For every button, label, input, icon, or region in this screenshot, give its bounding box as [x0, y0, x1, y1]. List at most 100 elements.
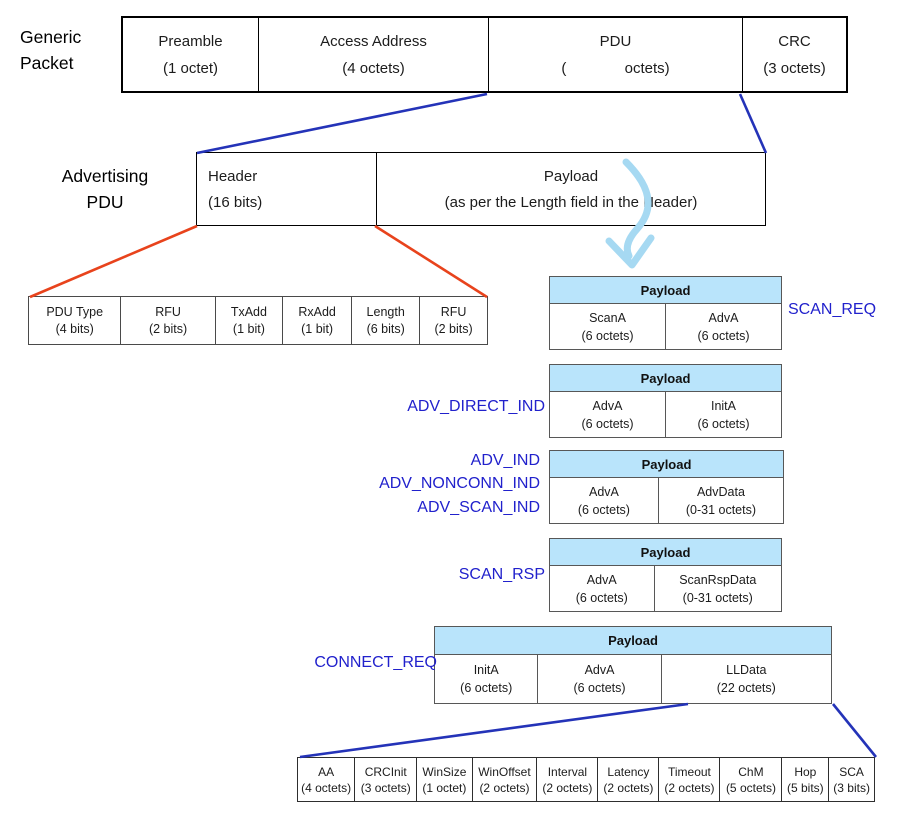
- access-address-cell: Access Address (4 octets): [258, 18, 488, 91]
- adva-cell: AdvA (6 octets): [550, 392, 665, 437]
- adva-cell: AdvA (6 octets): [550, 478, 658, 523]
- interval-cell: Interval (2 octets): [536, 758, 597, 801]
- field-size: (3 bits): [833, 780, 870, 795]
- field-name: AdvA: [586, 572, 617, 587]
- field-size: (2 octets): [542, 780, 593, 795]
- field-name: ChM: [738, 764, 764, 779]
- scan-rsp-payload-block: Payload AdvA (6 octets) ScanRspData (0-3…: [549, 538, 782, 612]
- field-size: (1 bit): [301, 322, 334, 336]
- field-name: RFU: [155, 305, 181, 319]
- field-size: (6 octets): [575, 590, 628, 605]
- winsize-cell: WinSize (1 octet): [416, 758, 471, 801]
- advdata-cell: AdvData (0-31 octets): [657, 478, 783, 523]
- field-name: Hop: [794, 764, 817, 779]
- adva-cell: AdvA (6 octets): [665, 304, 781, 349]
- scan-req-label: SCAN_REQ: [788, 301, 877, 318]
- length-cell: Length (6 bits): [351, 297, 419, 344]
- field-size: (2 octets): [603, 780, 654, 795]
- inita-cell: InitA (6 octets): [665, 392, 781, 437]
- payload-body: AdvA (6 octets) InitA (6 octets): [550, 392, 781, 437]
- txadd-cell: TxAdd (1 bit): [214, 297, 282, 344]
- scana-cell: ScanA (6 octets): [550, 304, 665, 349]
- payload-body: InitA (6 octets) AdvA (6 octets) LLData …: [435, 655, 831, 703]
- payload-header: Payload: [550, 539, 781, 566]
- field-size: (16 bits): [208, 193, 263, 211]
- field-size: (6 octets): [581, 416, 634, 431]
- pdu-payload-cell: Payload (as per the Length field in the …: [376, 153, 765, 225]
- generic-packet-label-line2: Packet: [20, 53, 74, 73]
- field-size: (3 octets): [763, 59, 826, 77]
- field-name: AdvA: [708, 310, 739, 325]
- advertising-pdu-label-line1: Advertising: [61, 166, 149, 186]
- field-name: Latency: [607, 764, 650, 779]
- field-size: (6 octets): [697, 328, 750, 343]
- payload-body: ScanA (6 octets) AdvA (6 octets): [550, 304, 781, 349]
- field-name: InitA: [710, 398, 736, 413]
- adv-nonconn-ind-label: ADV_NONCONN_IND: [379, 475, 540, 492]
- field-size: (2 bits): [148, 322, 188, 336]
- field-size: (0-31 octets): [685, 502, 757, 517]
- scan-rsp-label: SCAN_RSP: [458, 566, 545, 583]
- adv-scan-ind-label: ADV_SCAN_IND: [417, 499, 540, 516]
- field-name: ScanRspData: [679, 572, 757, 587]
- field-size: (3 octets): [360, 780, 411, 795]
- advertising-pdu-label: Advertising PDU: [42, 163, 168, 215]
- field-size: (2 octets): [664, 780, 715, 795]
- field-name: CRC: [778, 32, 811, 50]
- field-size: (4 bits): [55, 322, 94, 336]
- field-name: InitA: [473, 663, 499, 677]
- generic-packet-table: Preamble (1 octet) Access Address (4 oct…: [121, 16, 848, 93]
- field-name: Header: [208, 167, 258, 185]
- field-name: Interval: [547, 764, 588, 779]
- field-name: SCA: [839, 764, 864, 779]
- field-size: (6 octets): [581, 328, 634, 343]
- field-name: AA: [318, 764, 335, 779]
- payload-header: Payload: [550, 277, 781, 304]
- timeout-cell: Timeout (2 octets): [658, 758, 719, 801]
- header-fields-table: PDU Type (4 bits) RFU (2 bits) TxAdd (1 …: [28, 296, 488, 345]
- field-name: Length: [366, 305, 405, 319]
- connector-pdu-left-line: [196, 92, 488, 155]
- field-name: LLData: [726, 663, 767, 677]
- field-name: CRCInit: [364, 764, 407, 779]
- pdu-cell: PDU ( octets): [488, 18, 742, 91]
- generic-packet-label-line1: Generic: [20, 27, 82, 47]
- connector-lldata-left-line: [299, 702, 689, 759]
- field-name: RFU: [440, 305, 467, 319]
- field-name: Payload: [543, 167, 599, 185]
- crc-cell: CRC (3 octets): [742, 18, 846, 91]
- field-size: (2 bits): [434, 322, 473, 336]
- field-name: Access Address: [320, 32, 427, 50]
- aa-cell: AA (4 octets): [298, 758, 354, 801]
- adva-cell: AdvA (6 octets): [550, 566, 654, 611]
- field-size: (0-31 octets): [682, 590, 753, 605]
- sca-cell: SCA (3 bits): [828, 758, 874, 801]
- connect-req-label: CONNECT_REQ: [314, 654, 437, 671]
- crcinit-cell: CRCInit (3 octets): [354, 758, 416, 801]
- adv-ind-payload-block: Payload AdvA (6 octets) AdvData (0-31 oc…: [549, 450, 784, 524]
- scanrspdata-cell: ScanRspData (0-31 octets): [653, 566, 782, 611]
- chm-cell: ChM (5 octets): [719, 758, 781, 801]
- field-name: RxAdd: [298, 305, 336, 319]
- payload-header: Payload: [550, 451, 783, 478]
- field-size: (6 octets): [573, 681, 626, 695]
- adv-direct-ind-payload-block: Payload AdvA (6 octets) InitA (6 octets): [549, 364, 782, 438]
- connector-lldata-right-line: [831, 703, 878, 758]
- adv-ind-label: ADV_IND: [470, 452, 540, 469]
- pdu-header-cell: Header (16 bits): [197, 153, 376, 225]
- field-size: (as per the Length field in the Header): [444, 193, 698, 211]
- payload-body: AdvA (6 octets) AdvData (0-31 octets): [550, 478, 783, 523]
- rfu2-cell: RFU (2 bits): [419, 297, 487, 344]
- pdu-type-cell: PDU Type (4 bits): [29, 297, 120, 344]
- field-size: (5 bits): [786, 780, 824, 795]
- field-size: (1 bit): [232, 322, 265, 336]
- payload-header: Payload: [435, 627, 831, 655]
- field-name: AdvA: [584, 663, 615, 677]
- connect-req-payload-block: Payload InitA (6 octets) AdvA (6 octets)…: [434, 626, 832, 704]
- payload-body: AdvA (6 octets) ScanRspData (0-31 octets…: [550, 566, 781, 611]
- inita-cell: InitA (6 octets): [435, 655, 537, 703]
- field-size: (1 octet): [422, 780, 467, 795]
- rxadd-cell: RxAdd (1 bit): [282, 297, 351, 344]
- field-size: (4 octets): [301, 780, 352, 795]
